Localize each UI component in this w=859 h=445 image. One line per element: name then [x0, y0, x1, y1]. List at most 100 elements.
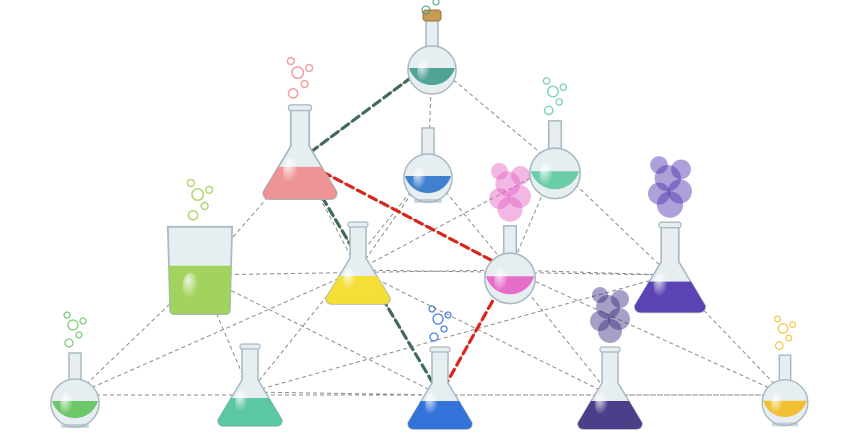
- bubble-icon: [789, 321, 797, 329]
- bubble-icon: [300, 79, 309, 89]
- flask-node-n9[interactable]: [50, 311, 100, 428]
- glass-highlight: [235, 390, 249, 414]
- smoke-icon: [650, 156, 668, 174]
- smoke-icon: [590, 311, 610, 331]
- connection-line: [554, 164, 671, 276]
- connection-line: [509, 269, 786, 396]
- flask-neck: [425, 19, 439, 49]
- connection-line: [74, 269, 359, 396]
- flask-node-n10[interactable]: [217, 343, 283, 427]
- flask-node-n11[interactable]: [407, 305, 473, 430]
- bubble-icon: [546, 85, 559, 98]
- smoke-icon: [495, 171, 521, 197]
- bubble-icon: [75, 331, 83, 339]
- smoke-icon: [511, 166, 530, 185]
- bubble-icon: [287, 87, 299, 99]
- glass-highlight: [413, 168, 427, 192]
- smoke-icon: [598, 319, 622, 343]
- smoke-icon: [491, 162, 508, 180]
- smoke-icon: [507, 184, 531, 209]
- connection-line: [357, 164, 556, 271]
- liquid: [168, 265, 232, 315]
- bubble-icon: [543, 105, 554, 116]
- bubble-icon: [187, 209, 199, 221]
- bubble-icon: [542, 77, 551, 85]
- glass-highlight: [60, 393, 74, 417]
- bubble-icon: [785, 334, 793, 342]
- bubble-icon: [773, 315, 781, 323]
- liquid: [634, 281, 706, 313]
- bubble-icon: [777, 323, 789, 334]
- glass-highlight: [417, 60, 431, 84]
- glass-highlight: [539, 162, 554, 189]
- flask-node-n4[interactable]: [529, 77, 581, 200]
- smoke-icon: [648, 182, 670, 205]
- smoke-icon: [671, 159, 691, 180]
- flask-neck: [421, 127, 435, 157]
- connection-line: [199, 274, 441, 396]
- flask-base: [61, 424, 89, 428]
- bubble-icon: [200, 201, 209, 211]
- connection-line: [357, 269, 611, 396]
- flask-rim: [287, 104, 313, 112]
- flask-node-n2[interactable]: [262, 56, 338, 200]
- flask-node-n6[interactable]: [325, 221, 391, 305]
- flask-node-n3[interactable]: [403, 127, 453, 203]
- highlighted-paths: [297, 60, 513, 397]
- bubble-icon: [555, 98, 564, 106]
- bubble-icon: [63, 311, 71, 319]
- flask-rim: [429, 346, 451, 353]
- smoke-icon: [611, 290, 629, 308]
- bubble-icon: [291, 66, 305, 80]
- smoke-icon: [608, 308, 630, 330]
- glass-highlight: [653, 272, 669, 300]
- bubble-icon: [64, 338, 74, 348]
- flask-node-n8[interactable]: [633, 156, 707, 314]
- flask-node-n12[interactable]: [577, 287, 643, 430]
- bubble-icon: [440, 325, 448, 333]
- connection-line: [249, 391, 441, 396]
- liquid: [578, 401, 642, 429]
- glass-highlight: [182, 272, 199, 301]
- smoke-icon: [489, 188, 510, 210]
- glass-highlight: [494, 267, 509, 294]
- connection-line: [431, 61, 556, 166]
- connection-line: [509, 269, 611, 396]
- bubble-icon: [191, 188, 205, 201]
- smoke-icon: [667, 179, 692, 204]
- flask-neck: [502, 225, 518, 257]
- flask-node-n13[interactable]: [761, 315, 809, 427]
- flask-rim: [599, 346, 621, 353]
- liquid: [218, 398, 282, 426]
- flask-node-n1[interactable]: [407, 0, 457, 95]
- smoke-icon: [656, 191, 684, 218]
- flask-node-n7[interactable]: [484, 162, 536, 305]
- cork-icon: [422, 9, 442, 22]
- bubble-icon: [79, 317, 87, 325]
- bubble-icon: [67, 319, 79, 331]
- bubble-icon: [559, 83, 568, 92]
- glass-highlight: [282, 157, 299, 186]
- bubble-icon: [186, 178, 195, 188]
- connection-line: [357, 169, 429, 271]
- connection-line: [509, 164, 556, 271]
- bubble-icon: [429, 332, 439, 342]
- flask-neck: [778, 354, 792, 383]
- bubble-icon: [428, 305, 436, 313]
- flask-base: [414, 199, 442, 203]
- flask-neck: [547, 120, 563, 152]
- liquid: [408, 401, 472, 429]
- bubble-icon: [421, 5, 431, 15]
- smoke-icon: [592, 287, 608, 303]
- bubble-icon: [432, 313, 444, 325]
- flask-rim: [658, 221, 682, 229]
- smoke-icon: [654, 165, 681, 192]
- flask-node-n5[interactable]: [166, 178, 234, 315]
- connection-line: [509, 269, 671, 276]
- glass-highlight: [770, 393, 785, 416]
- glass-highlight: [425, 393, 439, 417]
- flask-nodes: [50, 0, 809, 430]
- flask-neck: [68, 352, 82, 382]
